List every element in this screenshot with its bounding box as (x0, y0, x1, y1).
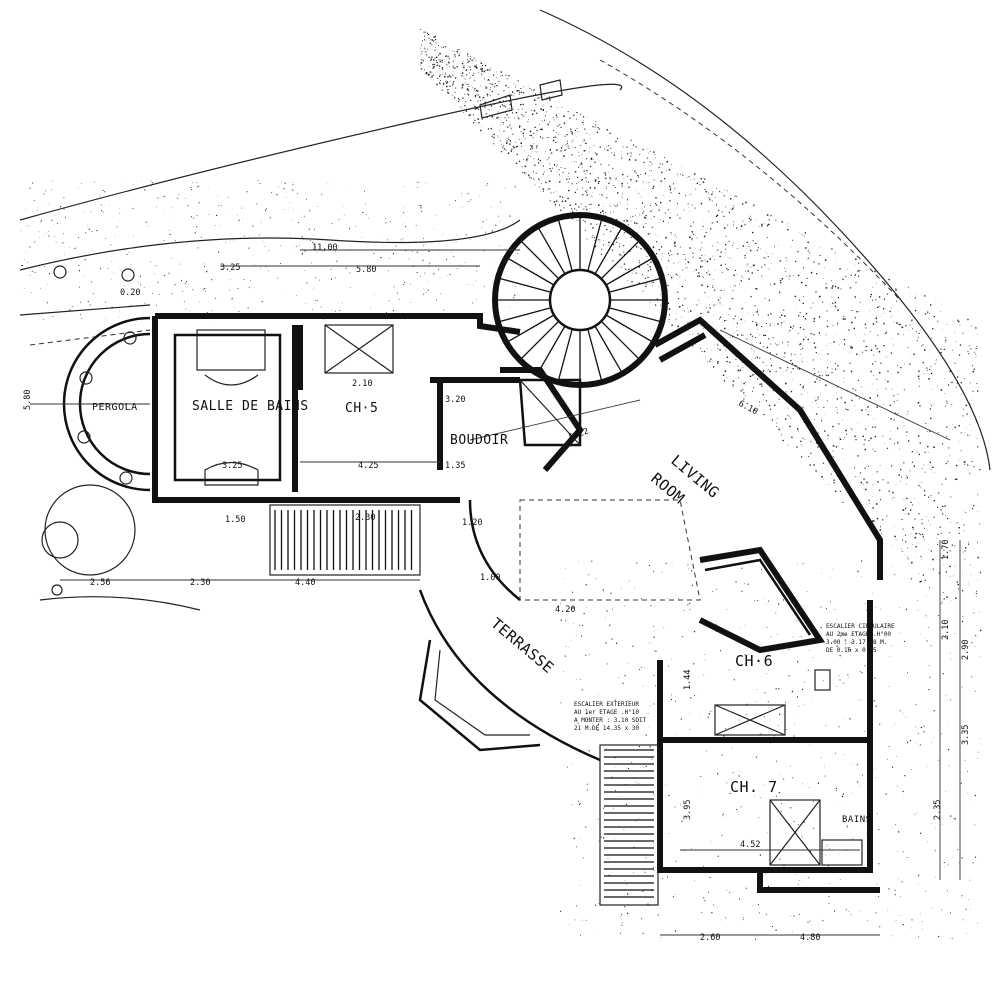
west-stair-outline (269, 504, 421, 576)
south-stair-outline (599, 744, 659, 906)
room-label-ch6: CH·6 (735, 652, 773, 670)
south-straight-stair (599, 744, 659, 906)
dim-label: 3.35 (961, 725, 971, 745)
dim-label: 2.30 (355, 513, 375, 523)
dim-label: 5.80 (23, 390, 33, 410)
terrace (418, 589, 601, 762)
dim-label: 2.30 (190, 578, 210, 588)
dim-label: 4.25 (358, 461, 378, 471)
note-line: A MONTER : 3.10 SOIT (574, 717, 647, 724)
dim-label: 5.80 (356, 265, 376, 275)
spiral-stair-note: ESCALIER CIRCULAIRE AU 2me ETAGE .H°00 3… (826, 623, 895, 654)
note-line: ESCALIER CIRCULAIRE (826, 623, 895, 630)
note-line: AU 2me ETAGE .H°00 (826, 631, 891, 638)
room-label-ch7: CH. 7 (730, 778, 778, 796)
spiral-stair-tread (587, 328, 603, 383)
spiral-stair-tread (605, 256, 654, 286)
room-label-ch5: CH·5 (345, 401, 378, 416)
pergola (30, 316, 151, 492)
east-wing-walls (468, 316, 883, 654)
dim-label: 1.44 (683, 670, 693, 690)
room-label-pergola: PERGOLA (92, 402, 138, 413)
spiral-stair-tread (608, 277, 663, 293)
room-label-salle-de-bains: SALLE DE BAINS (192, 399, 309, 414)
site-lines (19, 9, 991, 611)
spiral-staircase (492, 212, 668, 388)
spiral-stair-tread (497, 307, 552, 323)
dim-label: 1.70 (941, 540, 951, 560)
dim-label: 3.25 (220, 263, 240, 273)
dim-label: 1.20 (462, 518, 482, 528)
spiral-stair-tread (506, 256, 555, 286)
spiral-stair-tread (600, 320, 641, 361)
spiral-stair-tread (587, 217, 603, 272)
dim-label: 2.90 (961, 640, 971, 660)
dim-label: 11,00 (312, 243, 338, 253)
note-line: ESCALIER EXTERIEUR (574, 701, 639, 708)
room-label-bains: BAINS (842, 815, 872, 825)
spiral-stair-tread (519, 239, 560, 280)
spiral-stair-tread (519, 320, 560, 361)
room-label-boudoir: BOUDOIR (450, 433, 508, 448)
terrain-hatching (20, 28, 982, 940)
dim-label: 3.25 (222, 461, 242, 471)
spiral-stair-tread (605, 314, 654, 344)
note-line: 3.00 : 3.17 18 M. (826, 639, 887, 646)
bedroom-walls (657, 600, 880, 893)
spiral-stair-tread (506, 314, 555, 344)
dim-label: 3.95 (683, 800, 693, 820)
dim-label: 2.10 (352, 379, 372, 389)
dim-label: 4.20 (555, 605, 575, 615)
dim-label: 2.60 (700, 933, 720, 943)
dim-label: 4.40 (295, 578, 315, 588)
spiral-stair-tread (600, 239, 641, 280)
note-line: DE 0.16 x 0.25 (826, 647, 877, 654)
dim-label: 3.20 (445, 395, 465, 405)
terrain-speckle (20, 28, 982, 940)
room-label-terrasse: TERRASSE (487, 614, 557, 677)
spiral-stair-tread (557, 328, 573, 383)
note-line: 21 M.DE 14.35 x 30 (574, 725, 639, 732)
dimension-lines (60, 249, 961, 936)
spiral-stair-tread (594, 325, 624, 374)
spiral-stair-tread (497, 277, 552, 293)
dim-label: 1.00 (480, 573, 500, 583)
dim-label: 4.80 (800, 933, 820, 943)
west-straight-stair (269, 504, 421, 576)
dim-label: 2.56 (90, 578, 110, 588)
dim-label: 0.20 (120, 288, 140, 298)
boudoir-walls (500, 367, 584, 472)
stair-note: ESCALIER EXTERIEUR AU 1er ETAGE .H°10 A … (574, 701, 647, 732)
spiral-stair-tread (557, 217, 573, 272)
spiral-stair-tread (594, 226, 624, 275)
dim-label: 6.10 (737, 399, 760, 417)
dim-label: 1.35 (445, 461, 465, 471)
note-line: AU 1er ETAGE .H°10 (574, 709, 639, 716)
spiral-stair-tread (608, 307, 663, 323)
spiral-stair-tread (536, 226, 566, 275)
spiral-stair-tread (536, 325, 566, 374)
dim-label: 2.35 (933, 800, 943, 820)
dim-label: 1.50 (225, 515, 245, 525)
dim-label: 4.52 (740, 840, 760, 850)
west-wing-walls (152, 313, 521, 503)
dim-label: 2.10 (941, 620, 951, 640)
